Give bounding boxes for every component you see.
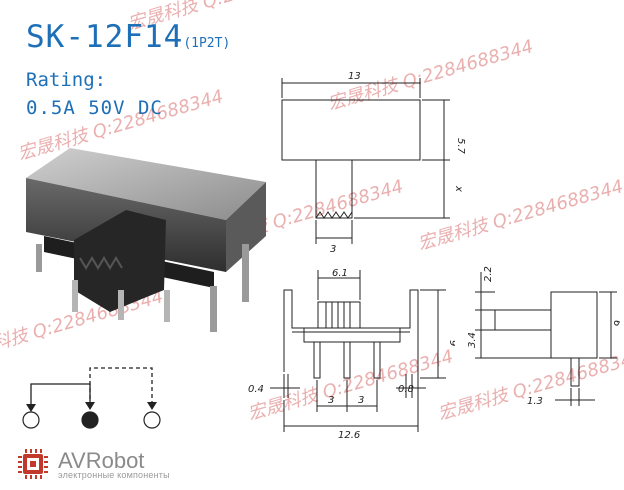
- pole-config: (1P2T): [183, 36, 231, 51]
- model-title: SK-12F14(1P2T): [26, 20, 230, 61]
- brand-name: AVRobot: [58, 448, 145, 473]
- dim-side-body-height: 6: [611, 320, 620, 326]
- photo-pin: [118, 290, 124, 320]
- dim-front-pin-pitch-b: 3: [358, 395, 364, 406]
- side-view-body: [550, 291, 598, 359]
- dim-front-pin-width: 0.4: [248, 384, 264, 395]
- brand-logo: AVRobot электронные компоненты: [12, 446, 212, 482]
- rating-label: Rating:: [26, 69, 107, 91]
- photo-pin: [36, 244, 42, 272]
- schematic-link-solid: [30, 383, 91, 410]
- schematic-terminal-1: [22, 411, 40, 429]
- dim-front-actuator-width: 6.1: [332, 268, 348, 279]
- dim-front-pin-thickness: 0.8: [398, 384, 414, 395]
- top-view-body: [281, 99, 421, 161]
- front-view-pin: [313, 341, 321, 379]
- photo-actuator: [74, 210, 166, 312]
- model-number: SK-12F14: [26, 19, 184, 55]
- top-view-actuator: [315, 159, 353, 219]
- dim-top-width: 13: [348, 71, 361, 82]
- dim-top-actuator-width: 3: [330, 244, 336, 255]
- dim-front-total-width: 12.6: [338, 430, 360, 441]
- chip-icon: [18, 449, 48, 479]
- dim-side-actuator-offset: 2.2: [483, 266, 494, 282]
- dim-side-actuator-height: 3.4: [467, 332, 478, 348]
- side-view-drawing: 2.2 3.4 6 1.3: [467, 266, 620, 407]
- dim-top-actuator-height: x: [453, 185, 464, 192]
- side-view-actuator: [494, 309, 552, 331]
- schematic-link-dashed: [89, 367, 153, 406]
- brand-tagline: электронные компоненты: [58, 470, 170, 480]
- side-view-pin: [570, 357, 580, 387]
- front-view-pin: [343, 341, 351, 379]
- circuit-schematic: [22, 367, 161, 429]
- dim-top-height: 5.7: [455, 138, 466, 155]
- photo-pin: [164, 290, 170, 322]
- schematic-terminal-common: [81, 411, 99, 429]
- photo-side-face: [226, 182, 266, 272]
- front-view-actuator: [317, 301, 361, 329]
- photo-pin: [210, 286, 217, 332]
- dim-front-height: 9: [447, 340, 455, 346]
- front-view-drawing: 6.1 9 0.4 3 3 0.8 12.6: [248, 268, 455, 441]
- spec-header: SK-12F14(1P2T) Rating: 0.5A 50V DC: [26, 20, 230, 119]
- photo-pin: [72, 280, 78, 312]
- schematic-terminal-3: [143, 411, 161, 429]
- dim-front-pin-pitch-a: 3: [328, 395, 334, 406]
- switch-photo: [26, 148, 266, 332]
- photo-top-face: [26, 148, 266, 220]
- front-view-base: [303, 327, 401, 343]
- front-view-pin: [373, 341, 381, 379]
- rating-value: 0.5A 50V DC: [26, 97, 163, 119]
- dim-side-pin-thickness: 1.3: [527, 396, 543, 407]
- top-view-drawing: 13 5.7 x 3: [281, 71, 466, 255]
- photo-pin: [242, 244, 249, 302]
